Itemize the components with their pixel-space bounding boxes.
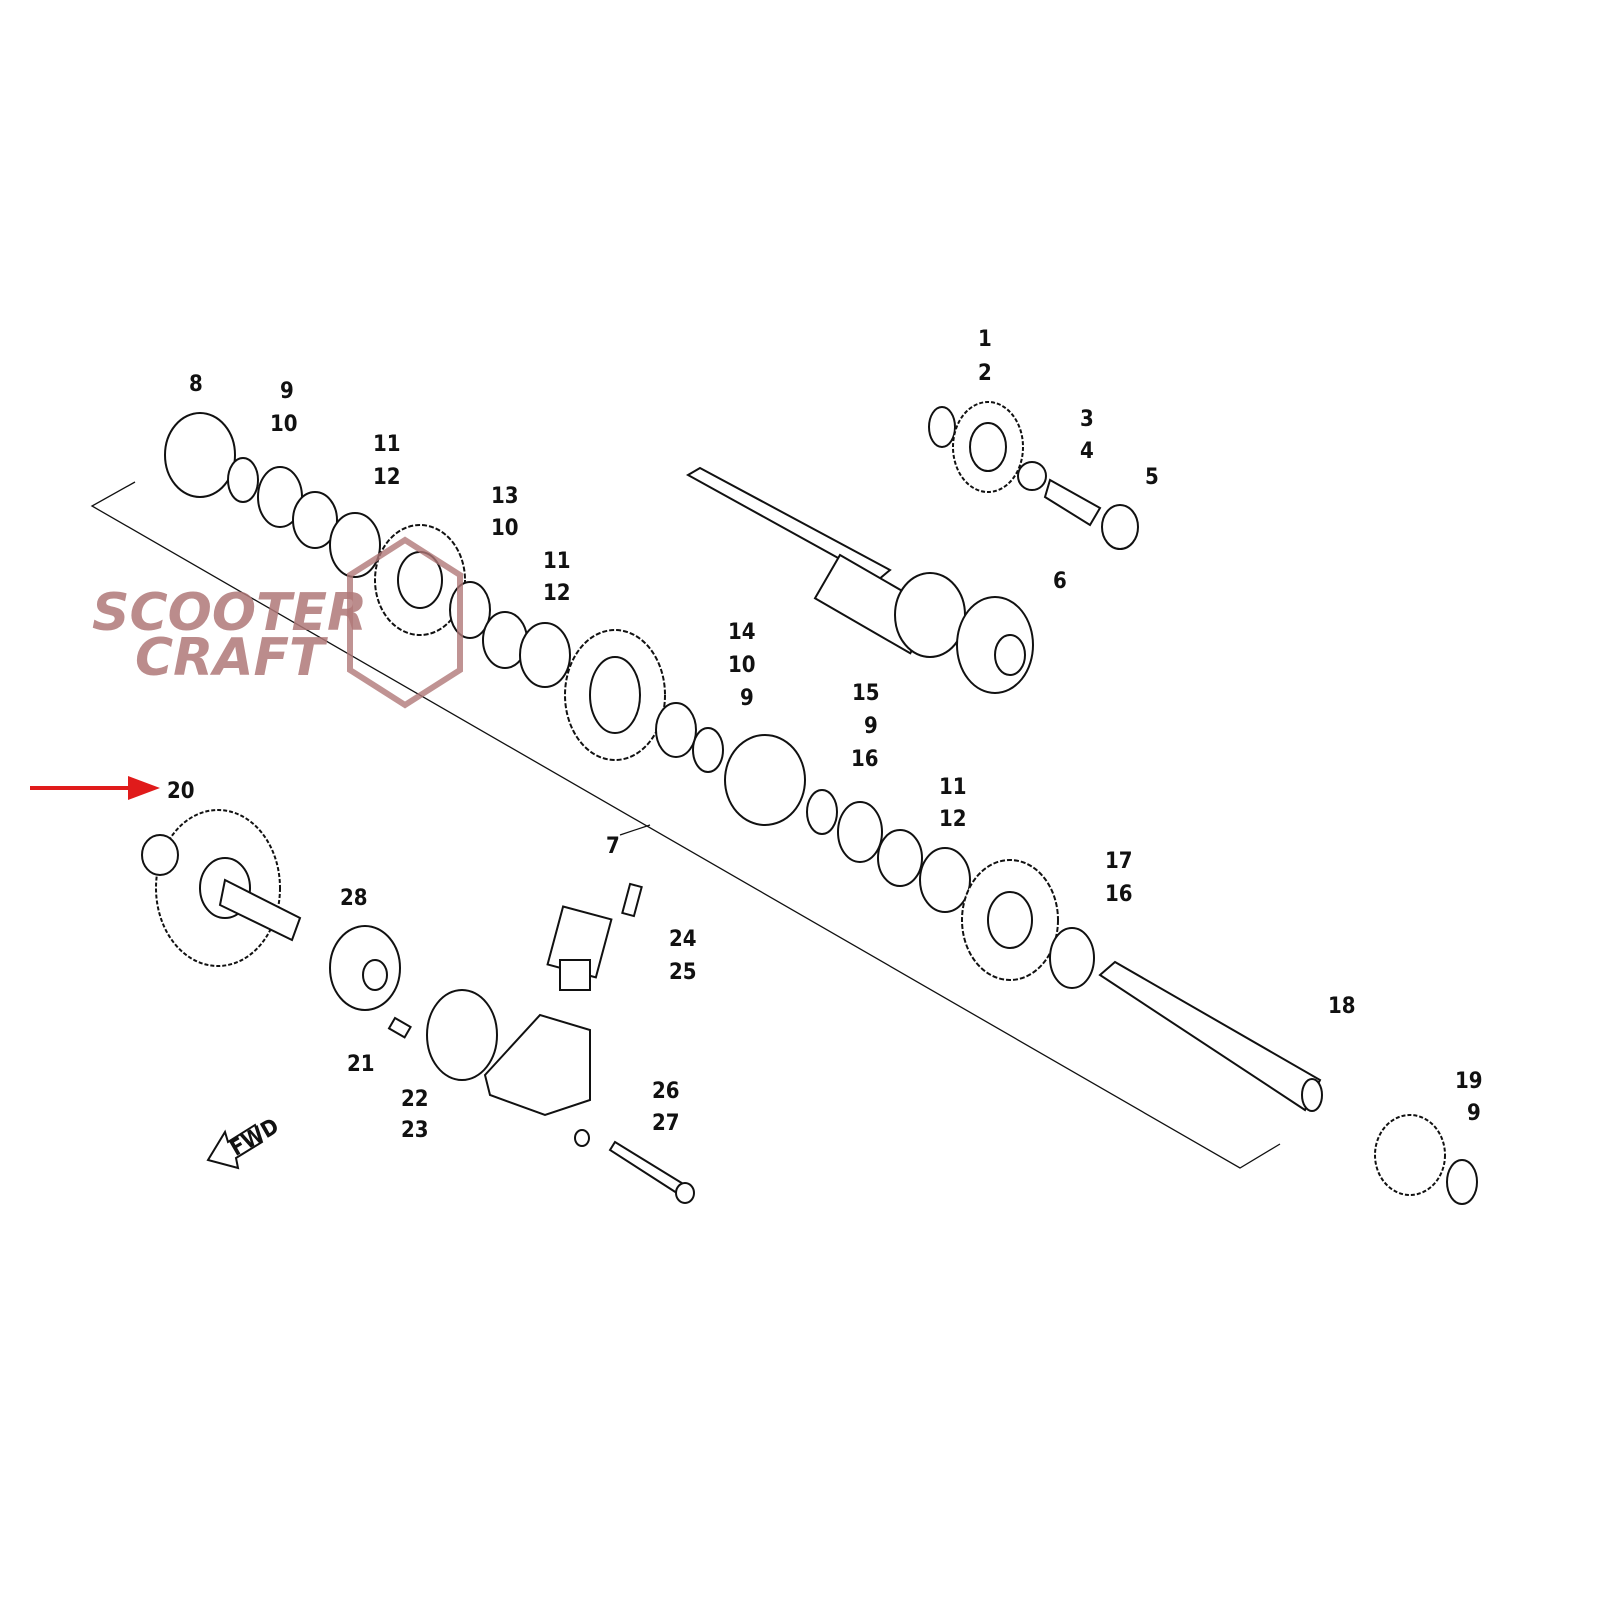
- callout[interactable]: 9: [864, 714, 878, 739]
- housing-part-23[interactable]: [483, 1013, 591, 1117]
- assembly-bracket: [90, 481, 1281, 1169]
- callout[interactable]: 3: [1080, 407, 1094, 432]
- callout[interactable]: 8: [189, 372, 203, 397]
- bearing-part-28[interactable]: [329, 925, 401, 1011]
- callout[interactable]: 9: [1467, 1101, 1481, 1126]
- callout[interactable]: 4: [1080, 439, 1094, 464]
- watermark-emblem-icon: [347, 536, 463, 709]
- sensor-part-25[interactable]: [546, 905, 613, 991]
- callout[interactable]: 10: [270, 412, 298, 437]
- callout[interactable]: 2: [978, 361, 992, 386]
- callout[interactable]: 28: [340, 886, 368, 911]
- callout[interactable]: 9: [740, 686, 754, 711]
- callout[interactable]: 21: [347, 1052, 375, 1077]
- bolt-part-24[interactable]: [621, 882, 643, 918]
- bolt-part-27[interactable]: [608, 1140, 695, 1204]
- callout[interactable]: 23: [401, 1118, 429, 1143]
- forward-direction-indicator: FWD: [206, 1114, 283, 1170]
- callout[interactable]: 16: [1105, 882, 1133, 907]
- callout[interactable]: 11: [543, 549, 571, 574]
- callout[interactable]: 19: [1455, 1069, 1483, 1094]
- callout[interactable]: 26: [652, 1079, 680, 1104]
- upper-gear-train[interactable]: [164, 412, 1095, 989]
- callout[interactable]: 10: [728, 653, 756, 678]
- callout[interactable]: 9: [280, 379, 294, 404]
- callout[interactable]: 1: [978, 327, 992, 352]
- callout[interactable]: 11: [373, 432, 401, 457]
- callout[interactable]: 12: [373, 465, 401, 490]
- mainshaft-part-18[interactable]: [1098, 960, 1323, 1112]
- watermark-logo: SCOOTER CRAFT: [92, 536, 463, 709]
- callout[interactable]: 10: [491, 516, 519, 541]
- gasket-part-22[interactable]: [426, 989, 498, 1081]
- gear-part-19[interactable]: [1374, 1114, 1478, 1205]
- svg-text:SCOOTER: SCOOTER: [92, 583, 367, 643]
- gear-part-2[interactable]: [928, 401, 1139, 550]
- callout[interactable]: 14: [728, 620, 756, 645]
- callout[interactable]: 24: [669, 927, 697, 952]
- svg-text:CRAFT: CRAFT: [135, 628, 328, 688]
- callout[interactable]: 5: [1145, 465, 1159, 490]
- washer-part-26[interactable]: [574, 1129, 590, 1147]
- callout-labels: 1 2 3 4 5 6 7 8 9 10 11 12 13 10 11 12 1…: [167, 327, 1483, 1143]
- callout[interactable]: 11: [939, 775, 967, 800]
- svg-text:FWD: FWD: [226, 1114, 283, 1162]
- callout[interactable]: 7: [606, 834, 620, 859]
- callout[interactable]: 13: [491, 484, 519, 509]
- callout[interactable]: 12: [543, 581, 571, 606]
- callout[interactable]: 22: [401, 1087, 429, 1112]
- pin-part-21[interactable]: [387, 1016, 412, 1039]
- callout[interactable]: 6: [1053, 569, 1067, 594]
- callout[interactable]: 18: [1328, 994, 1356, 1019]
- callout[interactable]: 27: [652, 1111, 680, 1136]
- callout-highlighted[interactable]: 20: [167, 779, 195, 804]
- callout[interactable]: 17: [1105, 849, 1133, 874]
- callout[interactable]: 15: [852, 681, 880, 706]
- callout[interactable]: 12: [939, 807, 967, 832]
- callout[interactable]: 16: [851, 747, 879, 772]
- callout[interactable]: 25: [669, 960, 697, 985]
- highlight-arrow: [30, 776, 160, 800]
- gear-part-20[interactable]: [141, 809, 302, 967]
- countershaft-part-6[interactable]: [685, 466, 1034, 694]
